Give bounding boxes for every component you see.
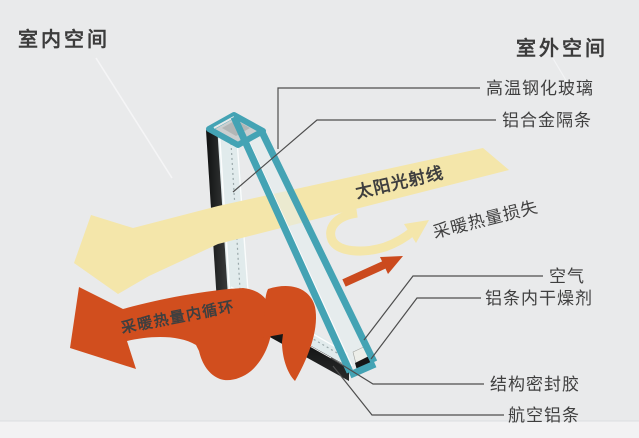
indoor-space-title: 室内空间: [18, 27, 110, 51]
desiccant-dotted-line: [230, 142, 241, 290]
frame-teal-left: [230, 115, 354, 374]
label-aviation-aluminum: 航空铝条: [508, 406, 580, 425]
heat-loss-curve: [326, 208, 416, 256]
leader-structural-sealant: [330, 357, 484, 385]
glare-streak: [95, 57, 173, 179]
circulation-tail: [261, 286, 317, 381]
leader-aviation-aluminum: [332, 365, 504, 416]
glare-streak: [547, 49, 568, 83]
heat-escape-arrowhead: [380, 256, 403, 274]
leader-tempered-glass: [277, 87, 480, 149]
exterior-pane-glass: [241, 123, 371, 367]
heat-circulation-arrow: [70, 286, 317, 381]
exterior-pane: [206, 112, 378, 379]
heat-escape-arrow: [342, 256, 403, 287]
label-desiccant: 铝条内干燥剂: [485, 289, 593, 308]
leader-air: [363, 275, 543, 341]
frame-teal-right: [257, 128, 378, 364]
label-tempered-glass: 高温钢化玻璃: [486, 79, 594, 98]
heat-loss-arrowhead: [404, 220, 429, 243]
glass-highlight: [239, 121, 353, 367]
circulation-main: [70, 287, 273, 381]
leader-aluminum-spacer: [232, 119, 496, 193]
leader-desiccant: [370, 297, 481, 360]
heat-escape-shaft: [342, 260, 388, 287]
leader-lines: [232, 87, 543, 416]
label-aluminum-spacer: 铝合金隔条: [502, 111, 592, 130]
label-structural-sealant: 结构密封胶: [490, 375, 580, 394]
outdoor-space-title: 室外空间: [516, 36, 608, 60]
floor: [0, 421, 639, 438]
frame-teal-bottom-cap: [348, 360, 377, 379]
label-air: 空气: [549, 267, 585, 286]
top-face-highlight: [213, 116, 235, 129]
